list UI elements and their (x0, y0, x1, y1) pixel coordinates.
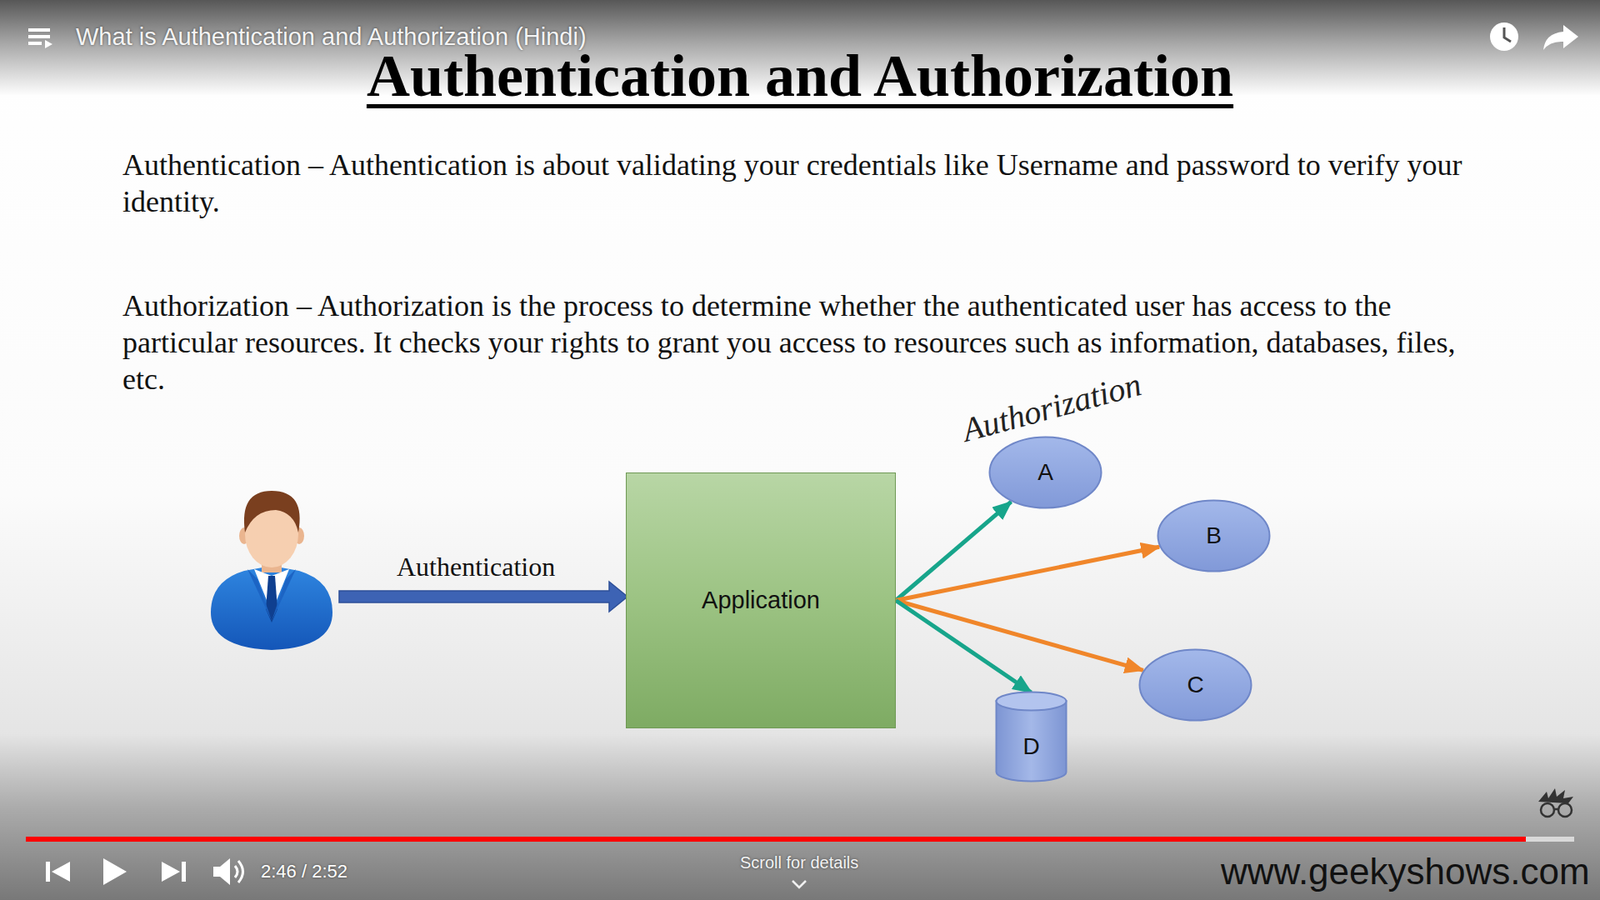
arrow-label: Authentication (396, 551, 555, 583)
node-text: C (1186, 671, 1204, 699)
database-cylinder: D (995, 691, 1068, 783)
label-wrap: 2:46 / 2:52 (260, 860, 348, 883)
node-text: Application (701, 586, 820, 615)
scroll-hint: Scroll for details (740, 853, 859, 873)
resource-ellipse: A (988, 435, 1103, 510)
user-figure (210, 490, 333, 650)
node-text: D (1022, 733, 1040, 760)
progress-played (25, 836, 1526, 842)
share-icon (1543, 25, 1579, 50)
scroll-chevron (792, 880, 806, 888)
watermark: www.geekyshows.com (1220, 850, 1590, 893)
connector-arrow (895, 501, 1011, 600)
resource-ellipse: C (1138, 648, 1253, 722)
title-wrap: Authentication and Authorization (0, 41, 1600, 111)
connector-arrow (895, 600, 1032, 694)
application-box: Application (625, 472, 896, 729)
label-wrap: Scroll for details (740, 853, 859, 873)
slide-title: Authentication and Authorization (366, 41, 1234, 111)
time-display: 2:46 / 2:52 (260, 860, 348, 883)
progress-track (25, 836, 1575, 842)
connector-arrow (895, 600, 1144, 671)
resource-ellipse: B (1156, 499, 1271, 573)
connector-arrow (895, 546, 1160, 600)
watch-later-icon (1490, 22, 1519, 51)
node-text: B (1205, 522, 1222, 550)
label-wrap: Authentication – Authentication is about… (122, 146, 1473, 220)
label-wrap: Authorization – Authorization is the pro… (122, 287, 1473, 398)
channel-logo (1538, 788, 1574, 817)
authentication-arrow (339, 581, 628, 612)
node-text: A (1037, 459, 1054, 486)
label-wrap: What is Authentication and Authorization… (75, 23, 587, 51)
definition-text: Authentication – Authentication is about… (122, 146, 1473, 220)
label-wrap: Authentication (396, 551, 555, 583)
video-title: What is Authentication and Authorization… (75, 23, 587, 51)
definition-text: Authorization – Authorization is the pro… (122, 287, 1473, 398)
player-controls (45, 858, 244, 885)
label-wrap: www.geekyshows.com (1220, 850, 1590, 893)
playlist-icon (28, 28, 53, 49)
